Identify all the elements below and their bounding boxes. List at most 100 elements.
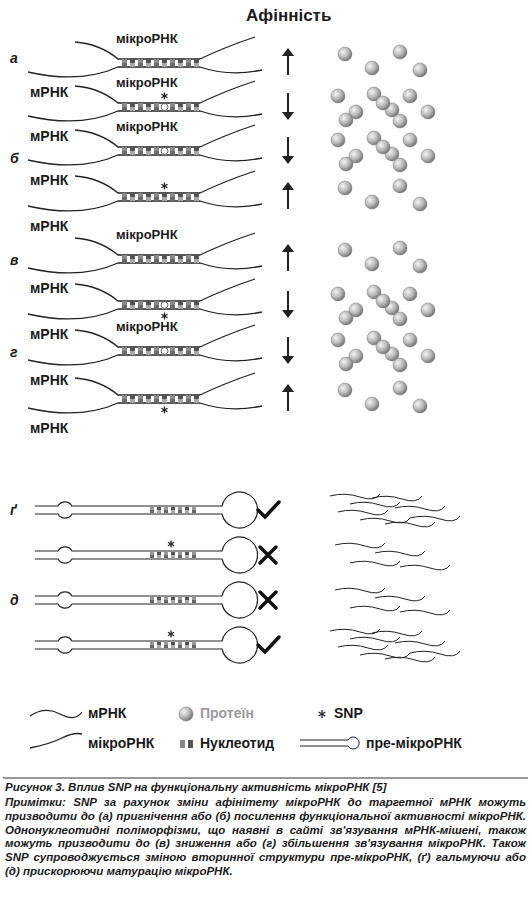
nucleotide bbox=[171, 600, 175, 603]
nucleotide bbox=[150, 555, 154, 558]
microrna-label: мікроРНК bbox=[116, 76, 178, 91]
snp-asterisk bbox=[161, 94, 167, 98]
caption-rule bbox=[3, 778, 528, 779]
nucleotide bbox=[162, 63, 167, 67]
protein-sphere bbox=[403, 89, 417, 103]
nucleotide bbox=[178, 510, 182, 513]
nucleotide bbox=[157, 507, 161, 510]
row-letter: д bbox=[10, 592, 19, 608]
nucleotide bbox=[138, 305, 143, 309]
pre-microrna bbox=[35, 492, 258, 528]
nucleotide bbox=[154, 347, 159, 351]
nucleotide bbox=[194, 395, 199, 399]
nucleotide bbox=[178, 642, 182, 645]
nucleotide bbox=[122, 151, 127, 155]
nucleotide bbox=[150, 597, 154, 600]
protein-sphere bbox=[339, 157, 353, 171]
protein-sphere bbox=[365, 195, 379, 209]
mature-microrna bbox=[338, 645, 388, 650]
nucleotide bbox=[178, 552, 182, 555]
protein-sphere bbox=[393, 114, 407, 128]
nucleotide bbox=[146, 193, 151, 197]
nucleotide bbox=[150, 642, 154, 645]
protein-sphere bbox=[393, 158, 407, 172]
mrna-label: мРНК bbox=[30, 372, 68, 388]
nucleotide bbox=[130, 151, 135, 155]
nucleotide bbox=[194, 301, 199, 305]
nucleotide bbox=[178, 59, 183, 63]
nucleotide bbox=[178, 151, 183, 155]
pre-microrna bbox=[35, 627, 258, 663]
nucleotide bbox=[146, 301, 151, 305]
nucleotide bbox=[162, 193, 167, 197]
nucleotide bbox=[130, 351, 135, 355]
legend-text: мРНК bbox=[88, 705, 126, 721]
nucleotide bbox=[130, 147, 135, 151]
nucleotide bbox=[162, 255, 167, 259]
snp-asterisk bbox=[168, 632, 174, 636]
nucleotide bbox=[186, 59, 191, 63]
protein-sphere bbox=[339, 113, 353, 127]
snp-asterisk bbox=[161, 184, 167, 188]
nucleotide bbox=[178, 301, 183, 305]
protein-sphere bbox=[331, 333, 345, 347]
legend-nucleotide-sample bbox=[180, 740, 185, 748]
nucleotide bbox=[178, 255, 183, 259]
nucleotide bbox=[130, 259, 135, 263]
protein-sphere bbox=[338, 181, 352, 195]
nucleotide bbox=[122, 63, 127, 67]
affinity-arrowhead bbox=[282, 384, 294, 392]
nucleotide bbox=[122, 59, 127, 63]
mature-microrna bbox=[350, 561, 400, 566]
nucleotide bbox=[157, 510, 161, 513]
nucleotide bbox=[154, 399, 159, 403]
nucleotide bbox=[138, 103, 143, 107]
affinity-arrowhead bbox=[282, 356, 294, 364]
nucleotide bbox=[162, 399, 167, 403]
protein-sphere bbox=[393, 358, 407, 372]
protein-sphere bbox=[421, 149, 435, 163]
nucleotide bbox=[138, 351, 143, 355]
nucleotide bbox=[157, 600, 161, 603]
nucleotide bbox=[164, 597, 168, 600]
nucleotide bbox=[122, 197, 127, 201]
nucleotide bbox=[178, 597, 182, 600]
snp-asterisk bbox=[161, 314, 167, 318]
check-mark bbox=[258, 637, 279, 652]
nucleotide bbox=[194, 259, 199, 263]
mature-microrna bbox=[350, 637, 400, 642]
nucleotide bbox=[178, 63, 183, 67]
nucleotide bbox=[192, 597, 196, 600]
nucleotide bbox=[178, 347, 183, 351]
mrna-label: мРНК bbox=[30, 128, 68, 144]
nucleotide bbox=[138, 395, 143, 399]
legend-text: Протеїн bbox=[200, 705, 254, 721]
snp-asterisk bbox=[168, 542, 174, 546]
nucleotide bbox=[130, 347, 135, 351]
nucleotide bbox=[146, 63, 151, 67]
mature-microrna bbox=[335, 543, 385, 548]
nucleotide bbox=[170, 301, 175, 305]
nucleotide bbox=[150, 507, 154, 510]
nucleotide bbox=[186, 347, 191, 351]
nucleotide bbox=[154, 301, 159, 305]
mature-microrna bbox=[338, 510, 388, 515]
nucleotide bbox=[146, 305, 151, 309]
mature-microrna bbox=[372, 496, 422, 501]
protein-sphere bbox=[421, 105, 435, 119]
legend-text: SNP bbox=[334, 705, 363, 721]
mismatch-bubble bbox=[161, 104, 168, 111]
nucleotide bbox=[185, 510, 189, 513]
nucleotide bbox=[150, 600, 154, 603]
nucleotide bbox=[178, 395, 183, 399]
affinity-arrowhead bbox=[282, 48, 294, 56]
mature-microrna bbox=[400, 610, 450, 615]
nucleotide bbox=[146, 151, 151, 155]
microrna-strand bbox=[75, 171, 255, 193]
figure-caption: Рисунок 3. Вплив SNP на функціональну ак… bbox=[5, 781, 526, 794]
nucleotide bbox=[122, 351, 127, 355]
nucleotide bbox=[150, 552, 154, 555]
protein-sphere bbox=[338, 383, 352, 397]
nucleotide bbox=[154, 63, 159, 67]
